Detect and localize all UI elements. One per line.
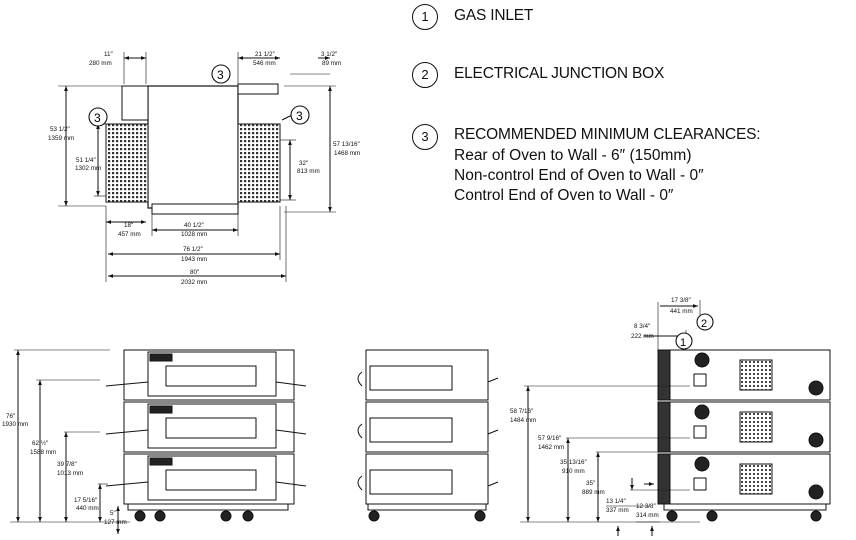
dim-label: 889 mm bbox=[582, 489, 605, 496]
svg-text:3: 3 bbox=[217, 68, 224, 82]
callout-3-left: 3 bbox=[88, 107, 108, 127]
gas-connection-top bbox=[237, 83, 279, 95]
dim-label: 1484 mm bbox=[510, 417, 536, 424]
dim-label: 21 1/2″ bbox=[255, 51, 276, 58]
dim-label: 1930 mm bbox=[2, 421, 28, 428]
dim-label: 3 1/2″ bbox=[321, 51, 338, 58]
svg-text:3: 3 bbox=[296, 109, 303, 123]
clearance-rear: Rear of Oven to Wall - 6″ (150mm) bbox=[454, 147, 692, 164]
dim-label: 1013 mm bbox=[57, 470, 83, 477]
front-oven-bottom bbox=[105, 453, 307, 505]
dim-label: 58 7/16″ bbox=[510, 408, 534, 415]
dim-label: 5″ bbox=[110, 510, 117, 517]
front-view-dimensions: 76″ 1930 mm 62 ½″ 1588 mm 39 7/8″ 1013 m… bbox=[2, 413, 127, 526]
legend-number: 2 bbox=[412, 62, 438, 88]
legend-label: GAS INLET bbox=[454, 7, 534, 24]
svg-text:1: 1 bbox=[680, 337, 686, 349]
conveyor-left bbox=[105, 123, 149, 203]
dim-label: 57 13/16″ bbox=[333, 141, 361, 148]
dim-label: 17 5/16″ bbox=[74, 497, 98, 504]
side-view bbox=[520, 300, 831, 536]
callout-1-side: 1 bbox=[675, 332, 693, 350]
dim-label: 1468 mm bbox=[334, 150, 360, 157]
top-view-dimensions: 11″ 280 mm 21 1/2″ 546 mm 3 1/2″ 89 mm 5… bbox=[48, 51, 361, 286]
dim-label: 35″ bbox=[586, 480, 596, 487]
dim-label: 76″ bbox=[6, 413, 16, 420]
dim-label: 53 1/2″ bbox=[50, 126, 71, 133]
conveyor-right bbox=[237, 123, 281, 203]
dim-label: 40 1/2″ bbox=[184, 222, 205, 229]
svg-text:3: 3 bbox=[94, 111, 101, 125]
dim-label: 1588 mm bbox=[30, 449, 56, 456]
clearance-control: Control End of Oven to Wall - 0″ bbox=[454, 187, 674, 204]
callout-3-right: 3 bbox=[290, 105, 310, 125]
front-view bbox=[10, 349, 307, 534]
dim-label: 337 mm bbox=[606, 507, 629, 514]
side-oven-middle bbox=[657, 401, 831, 453]
dim-label: 910 mm bbox=[562, 468, 585, 475]
dim-label: 12 3/8″ bbox=[636, 503, 657, 510]
front-oven-top bbox=[105, 349, 307, 401]
dim-label: 13 1/4″ bbox=[606, 498, 627, 505]
dim-label: 127 mm bbox=[104, 519, 127, 526]
legend-label: ELECTRICAL JUNCTION BOX bbox=[454, 65, 665, 82]
dim-label: 89 mm bbox=[322, 60, 341, 67]
dim-label: 546 mm bbox=[253, 60, 276, 67]
dim-label: 314 mm bbox=[636, 512, 659, 519]
dim-label: 35 13/16″ bbox=[560, 459, 588, 466]
dim-label: 1028 mm bbox=[181, 231, 207, 238]
oven-body-top bbox=[147, 85, 239, 209]
dim-label: 813 mm bbox=[297, 168, 320, 175]
dim-label: 11″ bbox=[104, 51, 114, 58]
clearance-non-control: Non-control End of Oven to Wall - 0″ bbox=[454, 167, 704, 184]
dim-label: 1462 mm bbox=[538, 444, 564, 451]
dim-label: 280 mm bbox=[89, 60, 112, 67]
dim-label: 18″ bbox=[124, 222, 134, 229]
top-view bbox=[58, 52, 336, 282]
callout-3-top: 3 bbox=[211, 64, 231, 84]
dim-label: 51 1/4″ bbox=[76, 157, 97, 164]
side-oven-bottom bbox=[657, 453, 831, 505]
dim-label: 1302 mm bbox=[75, 165, 101, 172]
dim-label: 1359 mm bbox=[48, 135, 74, 142]
dim-label: 62 ½″ bbox=[32, 439, 49, 447]
control-box-top bbox=[121, 85, 149, 121]
oven-base-top bbox=[151, 203, 239, 215]
dim-label: 39 7/8″ bbox=[57, 461, 78, 468]
side-oven-top bbox=[657, 349, 831, 401]
legend-number: 1 bbox=[412, 4, 438, 30]
legend-label: RECOMMENDED MINIMUM CLEARANCES: bbox=[454, 126, 761, 143]
dim-label: 222 mm bbox=[631, 333, 654, 340]
dim-label: 57 9/16″ bbox=[538, 435, 562, 442]
front-oven-middle bbox=[105, 401, 307, 453]
dim-label: 80″ bbox=[190, 269, 200, 276]
dim-label: 1943 mm bbox=[181, 256, 207, 263]
dim-label: 440 mm bbox=[76, 505, 99, 512]
dim-label: 32″ bbox=[299, 160, 309, 167]
dim-label: 8 3/4″ bbox=[634, 323, 651, 330]
callout-2-side: 2 bbox=[696, 313, 714, 331]
dim-label: 17 3/8″ bbox=[671, 297, 692, 304]
dim-label: 76 1/2″ bbox=[183, 246, 204, 253]
dim-label: 441 mm bbox=[670, 308, 693, 315]
svg-text:2: 2 bbox=[701, 318, 707, 330]
legend-number: 3 bbox=[412, 124, 438, 150]
dim-label: 2032 mm bbox=[181, 279, 207, 286]
side-view-dimensions: 17 3/8″ 441 mm 8 3/4″ 222 mm 58 7/16″ 14… bbox=[510, 297, 693, 519]
rear-view bbox=[357, 349, 499, 522]
dim-label: 457 mm bbox=[118, 231, 141, 238]
